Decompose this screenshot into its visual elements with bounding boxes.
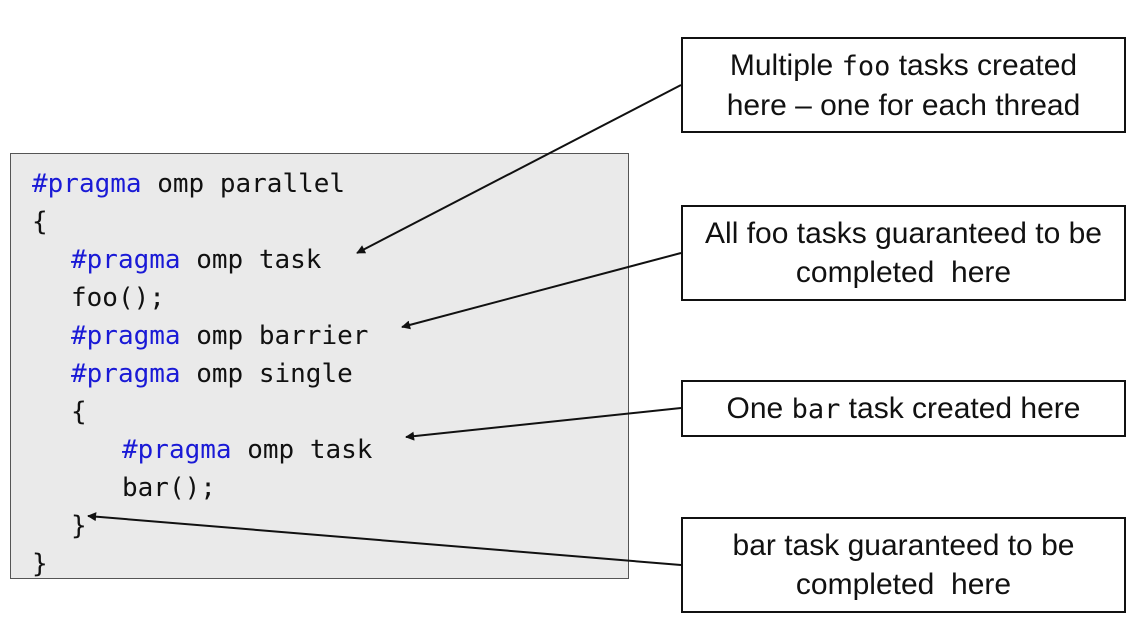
callout-bar-task-created: One bar task created here [681, 380, 1126, 437]
callout-foo-tasks-created: Multiple foo tasks created here – one fo… [681, 37, 1126, 133]
callout-line: All foo tasks guaranteed to be [705, 217, 1102, 250]
code-text: omp task [180, 245, 322, 275]
code-text: omp single [180, 359, 353, 389]
code-text: bar(); [122, 473, 216, 503]
code-line-pragma-barrier: #pragma omp barrier [71, 317, 368, 355]
callout-code-bar: bar [791, 393, 841, 425]
callout-bar-task-completed: bar task guaranteed to be completed here [681, 517, 1126, 613]
callout-line: completed here [795, 568, 1012, 601]
callout-text: tasks created [890, 48, 1078, 82]
code-line-pragma-single: #pragma omp single [71, 355, 353, 393]
code-keyword: #pragma [71, 321, 181, 351]
code-text: omp task [231, 435, 373, 465]
callout-foo-tasks-completed: All foo tasks guaranteed to be completed… [681, 205, 1126, 301]
code-line-pragma-task-foo: #pragma omp task [71, 241, 321, 279]
callout-line: completed here [795, 256, 1012, 289]
code-keyword: #pragma [71, 359, 181, 389]
code-keyword: #pragma [122, 435, 232, 465]
callout-code-foo: foo [841, 50, 891, 82]
callout-text: task created here [840, 391, 1081, 425]
callout-text: Multiple [729, 48, 842, 82]
code-text: { [32, 207, 48, 237]
code-keyword: #pragma [32, 169, 142, 199]
code-line-close-brace: } [32, 545, 48, 583]
code-text: } [32, 549, 48, 579]
code-text: { [71, 397, 87, 427]
arrow-to-barrier [401, 252, 682, 330]
callout-line: bar task guaranteed to be [732, 529, 1075, 562]
arrow-to-bar-task [405, 407, 682, 441]
code-text: omp barrier [180, 321, 369, 351]
callout-line: here – one for each thread [726, 88, 1081, 122]
code-line-open-brace: { [32, 203, 48, 241]
code-line-single-close-brace: } [71, 507, 87, 545]
code-line-pragma-task-bar: #pragma omp task [122, 431, 372, 469]
arrow-to-single-close-brace [87, 512, 682, 566]
callout-text: One [726, 391, 792, 425]
code-panel: #pragma omp parallel { #pragma omp task … [10, 153, 629, 579]
code-text: omp parallel [141, 169, 346, 199]
callout-line: Multiple foo tasks created [730, 46, 1077, 86]
code-line-bar-call: bar(); [122, 469, 216, 507]
arrow-to-foo-task [356, 84, 682, 254]
code-text: } [71, 511, 87, 541]
code-line-single-open-brace: { [71, 393, 87, 431]
callout-line: One bar task created here [727, 389, 1081, 429]
code-text: foo(); [71, 283, 165, 313]
code-line-foo-call: foo(); [71, 279, 165, 317]
code-keyword: #pragma [71, 245, 181, 275]
code-line-pragma-parallel: #pragma omp parallel [32, 165, 345, 203]
